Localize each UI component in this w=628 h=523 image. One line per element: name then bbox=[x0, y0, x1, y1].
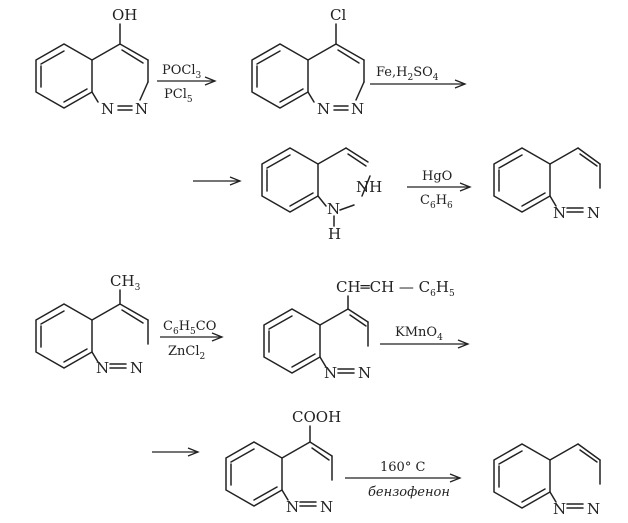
nitrogen-label: N bbox=[286, 498, 299, 516]
methyl-group-label: CH3 bbox=[110, 272, 141, 293]
continuation-arrow bbox=[193, 176, 242, 186]
catalyst-label: ZnCl2 bbox=[168, 344, 205, 362]
nitrogen-label: N bbox=[553, 500, 566, 518]
nitrogen-label: N bbox=[317, 100, 330, 118]
reaction-arrow-kmno4: KMnO4 bbox=[380, 325, 470, 349]
reaction-arrow-pocl3-pcl5: POCl3 PCl5 bbox=[157, 63, 217, 105]
reagent-label: Fe,H2SO4 bbox=[376, 65, 439, 83]
molecule-cinnoline: N N bbox=[493, 443, 601, 518]
nitrogen-label: N bbox=[587, 204, 600, 222]
continuation-arrow bbox=[152, 447, 200, 457]
molecule-dihydrocinnoline: NH N H bbox=[261, 147, 382, 243]
nitrogen-label: N bbox=[320, 498, 333, 516]
nitrogen-label: N bbox=[327, 200, 340, 218]
reaction-arrow-fe-h2so4: Fe,H2SO4 bbox=[370, 65, 467, 89]
reaction-arrow-hgo: HgO C6H6 bbox=[407, 169, 472, 211]
molecule-4-styrylcinnoline: CH═CH — C6H5 N N bbox=[263, 278, 455, 382]
nitrogen-label: N bbox=[358, 364, 371, 382]
hydrogen-label: H bbox=[328, 225, 341, 243]
solvent-label: бензофенон bbox=[368, 485, 450, 500]
molecule-4-chlorocinnoline: Cl N N bbox=[251, 6, 365, 118]
molecule-4-hydroxycinnoline: OH N N bbox=[35, 6, 149, 118]
nitrogen-label: N bbox=[130, 359, 143, 377]
molecule-cinnoline: N N bbox=[493, 147, 601, 222]
nitrogen-label: N bbox=[324, 364, 337, 382]
nitrogen-label: N bbox=[553, 204, 566, 222]
styryl-group-label: CH═CH — C6H5 bbox=[336, 278, 455, 299]
nitrogen-label: N bbox=[101, 100, 114, 118]
reagent-label: C6H5CO bbox=[163, 319, 216, 337]
nitrogen-label: N bbox=[96, 359, 109, 377]
molecule-cinnoline-4-carboxylic-acid: COOH N N bbox=[225, 408, 341, 516]
chloro-group-label: Cl bbox=[330, 6, 346, 24]
carboxyl-group-label: COOH bbox=[292, 408, 341, 426]
oh-group-label: OH bbox=[112, 6, 137, 24]
reaction-arrow-decarboxylation: 160° C бензофенон bbox=[345, 460, 462, 500]
temperature-label: 160° C bbox=[380, 460, 425, 475]
reagent-label: HgO bbox=[422, 169, 452, 184]
nitrogen-label: N bbox=[135, 100, 148, 118]
solvent-label: C6H6 bbox=[420, 193, 453, 211]
molecule-4-methylcinnoline: CH3 N N bbox=[35, 272, 149, 377]
reagent-label: KMnO4 bbox=[395, 325, 443, 343]
reagent-label: PCl5 bbox=[164, 87, 193, 105]
nitrogen-label: N bbox=[351, 100, 364, 118]
nitrogen-label: N bbox=[587, 500, 600, 518]
nh-group-label: NH bbox=[356, 178, 382, 196]
reaction-arrow-benzaldehyde: C6H5CO ZnCl2 bbox=[160, 319, 224, 362]
reagent-label: POCl3 bbox=[162, 63, 202, 81]
